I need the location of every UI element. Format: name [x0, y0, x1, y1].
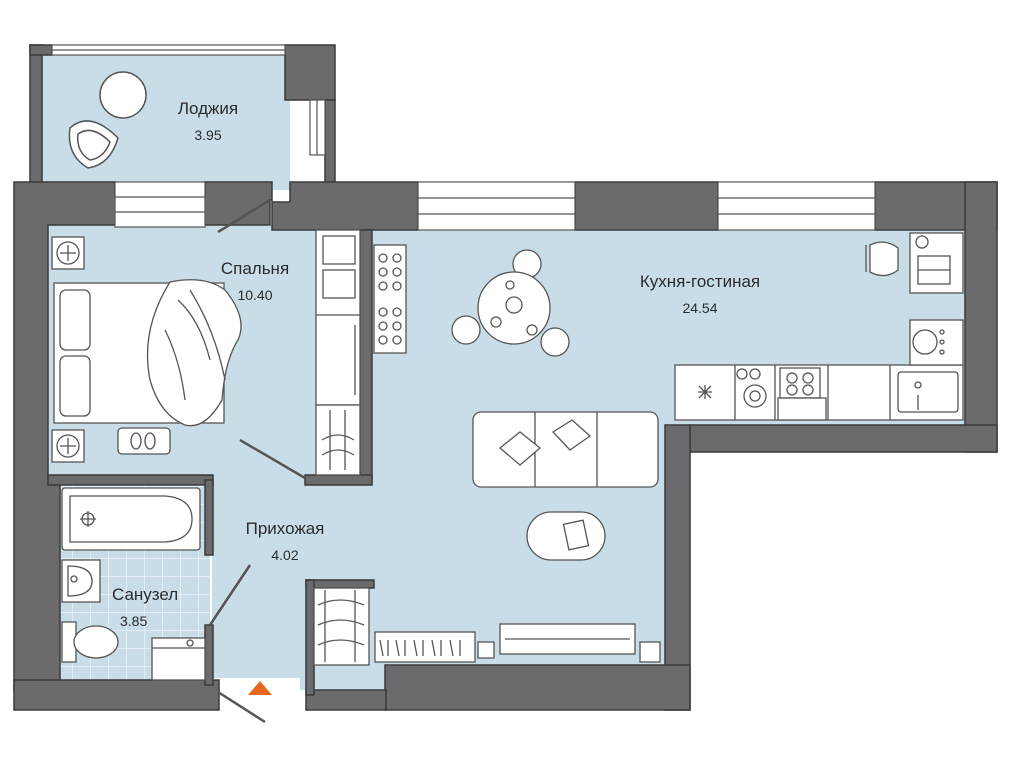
- round-side-table-icon: [99, 71, 147, 119]
- room-name: Санузел: [112, 585, 179, 604]
- stove-icon: [777, 367, 827, 421]
- door-loggia: [217, 198, 271, 234]
- nightstand-top-icon: [51, 236, 85, 270]
- room-name: Спальня: [220, 259, 290, 278]
- windows: [51, 44, 876, 231]
- room-name: Кухня-гостиная: [639, 272, 761, 291]
- outer-wall-bottom-step: [305, 689, 387, 711]
- window-kitchen-2: [717, 181, 876, 231]
- double-bed-icon: [53, 279, 242, 427]
- washing-machine-icon: [736, 368, 767, 408]
- room-name: Лоджия: [177, 99, 239, 118]
- outer-wall-bottom: [384, 664, 691, 711]
- hall-wardrobe-wall: [305, 579, 375, 589]
- tv-stand-icon: [499, 623, 661, 663]
- pillar-between-windows: [574, 181, 719, 231]
- bathroom-furniture: [61, 487, 206, 681]
- door-entrance: [217, 690, 266, 724]
- slippers-icon: [117, 427, 171, 455]
- wardrobe-bedroom-icon: [315, 229, 361, 476]
- room-label-loggia: Лоджия 3.95: [148, 99, 268, 145]
- room-label-bedroom: Спальня 10.40: [200, 259, 310, 305]
- bathroom-wall-top: [47, 474, 214, 486]
- shelving-unit-icon: [373, 244, 407, 354]
- bedroom-furniture: [51, 229, 407, 476]
- kitchen-living-furniture: [374, 232, 964, 663]
- window-kitchen-1: [417, 181, 576, 231]
- room-area: 3.95: [194, 127, 222, 143]
- dining-table-icon: [451, 249, 570, 357]
- nightstand-bottom-icon: [51, 429, 85, 463]
- loggia-wall-right: [324, 99, 336, 186]
- bookshelf-icon: [374, 631, 495, 663]
- hallway-furniture: [248, 587, 370, 695]
- loggia-furniture: [68, 71, 147, 169]
- hall-wall-left-lower: [305, 579, 315, 696]
- room-area: 10.40: [237, 287, 273, 303]
- window-bedroom: [114, 181, 206, 228]
- sink-icon: [897, 371, 959, 413]
- desk-icon: [909, 232, 964, 294]
- loggia-wall-top: [29, 44, 53, 56]
- room-label-kitchen-living: Кухня-гостиная 24.54: [615, 272, 785, 318]
- bedroom-wall-bottom: [304, 474, 373, 486]
- wardrobe-hallway-icon: [313, 587, 370, 666]
- bathroom-wall-right: [204, 479, 214, 556]
- entrance-marker-icon: [248, 681, 272, 695]
- window-loggia: [51, 44, 286, 56]
- armchair-icon: [68, 120, 119, 169]
- fridge-icon: [909, 319, 964, 366]
- room-area: 4.02: [271, 547, 299, 563]
- outer-wall-right: [964, 181, 998, 453]
- room-label-hallway: Прихожая 4.02: [225, 519, 345, 565]
- window-loggia-side: [309, 99, 326, 156]
- coffee-table-icon: [526, 511, 606, 561]
- office-chair-icon: [865, 241, 899, 277]
- sofa-icon: [472, 411, 659, 488]
- notch-wall-horizontal: [689, 424, 998, 453]
- loggia-pillar: [284, 44, 336, 101]
- toilet-icon: [61, 621, 119, 663]
- loggia-wall-left: [29, 44, 43, 186]
- bathtub-icon: [61, 487, 201, 551]
- doors: [208, 198, 306, 724]
- room-name: Прихожая: [245, 519, 325, 538]
- room-label-bathroom: Санузел 3.85: [100, 585, 205, 631]
- door-bathroom: [208, 564, 252, 626]
- room-area: 24.54: [682, 300, 718, 316]
- washbasin-icon: [61, 559, 101, 603]
- outer-wall-bottom-left: [13, 679, 220, 711]
- door-bedroom: [239, 438, 306, 480]
- bedroom-wall-right: [359, 229, 373, 481]
- washer-bathroom-icon: [151, 637, 206, 681]
- bathroom-wall-right-lower: [204, 624, 214, 686]
- room-area: 3.85: [120, 613, 148, 629]
